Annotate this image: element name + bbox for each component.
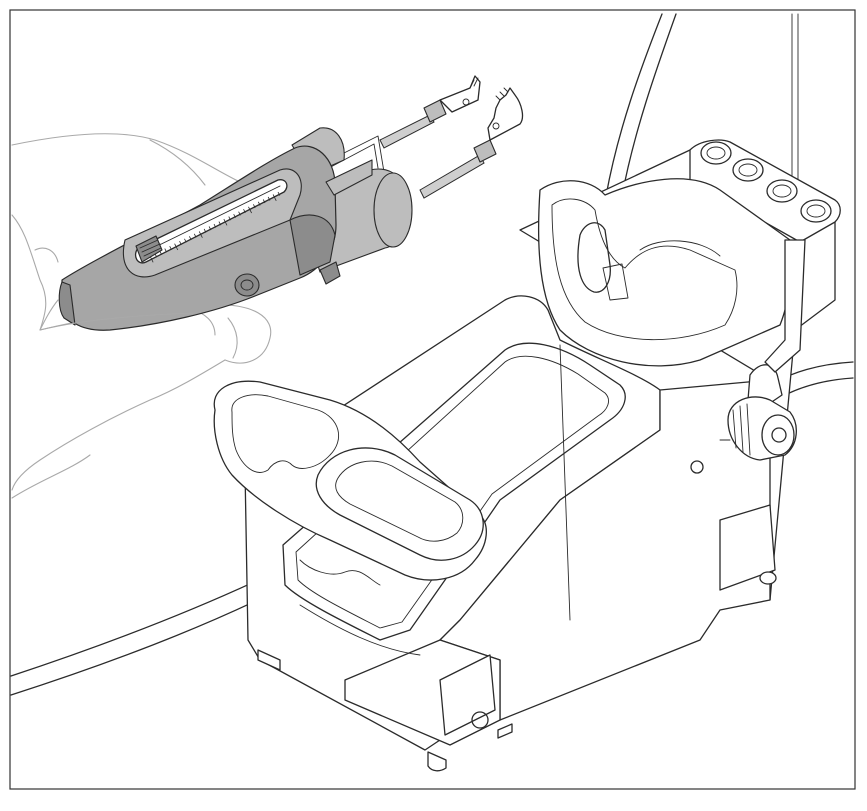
scale-tick	[277, 191, 281, 196]
scale-tick	[267, 196, 271, 201]
scale-tick	[233, 213, 236, 218]
scale-tick	[238, 211, 241, 216]
scale-tick	[243, 209, 246, 214]
hand-icon	[39, 299, 196, 331]
figure-frame	[9, 9, 856, 790]
scale-tick	[179, 241, 182, 246]
scale-tick	[189, 236, 192, 241]
scale-tick	[253, 204, 256, 209]
scale-tick	[203, 228, 207, 233]
scale-tick	[218, 221, 222, 226]
scale-tick	[164, 248, 167, 253]
scale-tick	[169, 245, 172, 250]
scale-tick	[272, 194, 277, 201]
scale-tick	[248, 206, 252, 214]
scale-tick	[213, 223, 217, 228]
socket-row	[700, 141, 832, 223]
scale-tick	[228, 216, 231, 221]
scale-tick	[208, 226, 212, 231]
scale-tick	[198, 231, 203, 238]
tool-holder-stand-icon	[213, 139, 841, 772]
scale-tick	[223, 218, 228, 226]
scale-tick	[257, 201, 261, 206]
scale-tick	[193, 233, 197, 238]
scale-ticks	[149, 191, 281, 263]
tweezer-soldering-tool-icon	[58, 75, 524, 331]
scale-tick	[174, 243, 179, 251]
scale-tick	[262, 199, 266, 204]
scale-tick	[184, 238, 187, 243]
